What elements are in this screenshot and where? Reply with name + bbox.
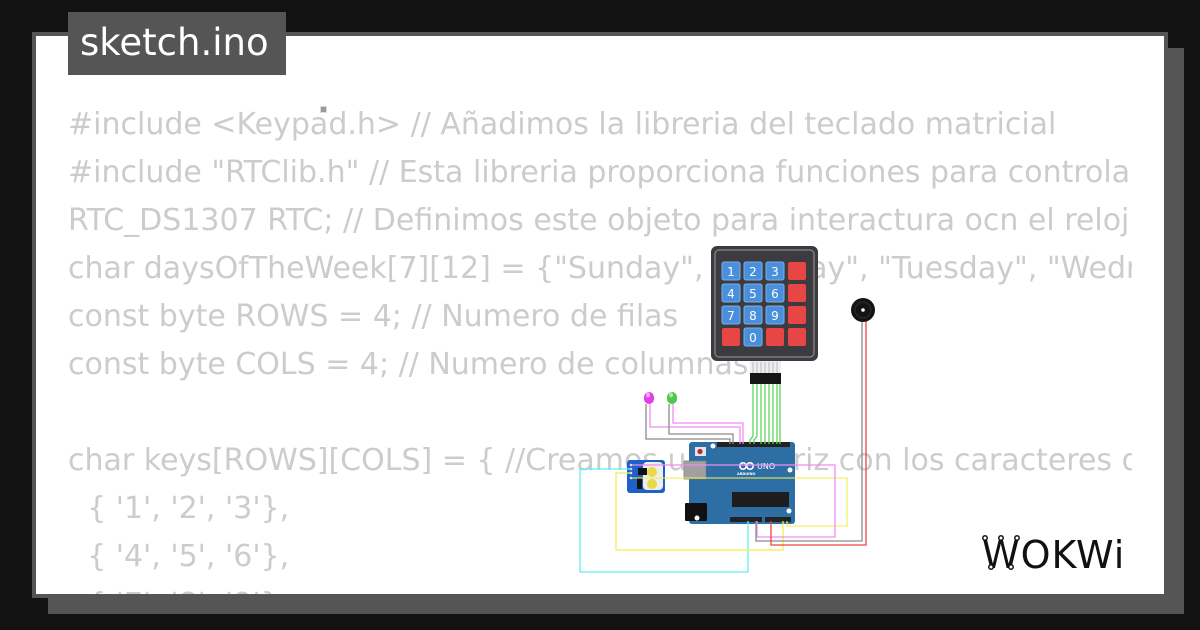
keypad-key-b (788, 284, 806, 302)
buzzer (851, 298, 875, 322)
wire-gray-led2 (668, 404, 734, 444)
keypad-key-a (788, 262, 806, 280)
power-jack (685, 503, 707, 521)
wire-green-keypad-bus (749, 384, 781, 444)
wire-cyan (579, 468, 749, 573)
membrane-keypad: 1 2 3 4 5 6 7 8 9 0 (711, 246, 818, 384)
code-preview: #include <Keypad.h> // Añadimos la libre… (68, 101, 1132, 594)
reset-button-icon (697, 448, 703, 455)
code-line: RTC_DS1307 RTC; // Definimos este objeto… (68, 203, 1130, 238)
keypad-connector (750, 373, 781, 384)
wire-pink-led2 (672, 404, 744, 444)
code-line: { '1', '2', '3'}, (68, 491, 290, 526)
svg-text:3: 3 (771, 265, 779, 279)
keypad-key-2: 2 (743, 261, 763, 281)
microcontroller-chip (732, 492, 789, 507)
svg-text:7: 7 (727, 309, 735, 323)
wokwi-logo: WOKWi (982, 533, 1125, 576)
svg-text:0: 0 (749, 331, 757, 345)
code-line: #include <Keypad.h> // Añadimos la libre… (68, 107, 1057, 142)
svg-text:8: 8 (749, 309, 757, 323)
preview-frame (32, 32, 1168, 598)
svg-text:2: 2 (749, 265, 757, 279)
keypad-key-6: 6 (765, 283, 785, 303)
code-line: const byte COLS = 4; // Numero de column… (68, 347, 749, 382)
usb-port (683, 460, 707, 480)
led-magenta (644, 392, 654, 404)
board-brand: ARDUINO (737, 472, 755, 476)
keypad-key-8: 8 (743, 305, 763, 325)
code-line: { '4', '5', '6'}, (68, 539, 290, 574)
keypad-key-c (788, 306, 806, 324)
keypad-key-3: 3 (765, 261, 785, 281)
wire-pink-rtc (632, 464, 836, 538)
code-line: #include "RTClib.h" // Esta libreria pro… (68, 155, 1132, 190)
wire-gray-buzzer (755, 321, 863, 542)
arduino-logo-icon (738, 461, 754, 470)
file-tab[interactable]: sketch.ino (68, 12, 286, 75)
keypad-key-1: 1 (721, 261, 741, 281)
wokwi-logo-text: WOKWi (982, 533, 1125, 576)
wire-yellow-2 (632, 477, 848, 527)
svg-text:1: 1 (727, 265, 735, 279)
keypad-key-5: 5 (743, 283, 763, 303)
keypad-key-star (722, 328, 740, 346)
svg-text:4: 4 (727, 287, 735, 301)
keypad-key-0: 0 (743, 327, 763, 347)
keypad-key-7: 7 (721, 305, 741, 325)
led-green (667, 392, 677, 404)
svg-text:6: 6 (771, 287, 779, 301)
file-tab-title: sketch.ino (80, 21, 269, 64)
wire-pink-led1 (649, 404, 741, 444)
svg-text:5: 5 (749, 287, 757, 301)
wire-red-buzzer (770, 321, 867, 546)
code-line: const byte ROWS = 4; // Numero de filas (68, 299, 679, 334)
rtc-module (627, 460, 665, 493)
code-line: { '7', '8', '9'}, (68, 581, 1132, 594)
keypad-key-hash (766, 328, 784, 346)
keypad-key-4: 4 (721, 283, 741, 303)
wires (579, 321, 867, 573)
wire-yellow-1 (615, 472, 784, 551)
board-label: UNO (757, 462, 775, 471)
cursor-icon (320, 106, 327, 113)
keypad-key-d (788, 328, 806, 346)
svg-text:9: 9 (771, 309, 779, 323)
keypad-key-9: 9 (765, 305, 785, 325)
arduino-uno-board: UNO ARDUINO (683, 442, 795, 524)
wire-gray-led1 (645, 404, 731, 444)
circuit-node-icon (982, 535, 1020, 570)
